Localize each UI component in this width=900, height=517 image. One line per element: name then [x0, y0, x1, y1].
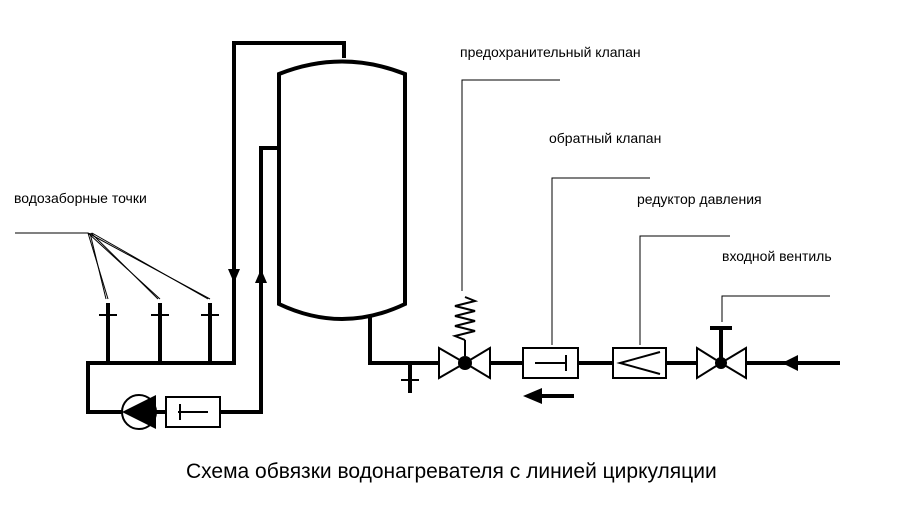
water-draw-point-1: [99, 303, 117, 365]
diagram-caption: Схема обвязки водонагревателя с линией ц…: [186, 460, 717, 483]
pressure-reducer-label: редуктор давления: [637, 191, 762, 207]
flow-direction-arrow-icon: [523, 388, 574, 404]
drain-tap: [401, 361, 419, 393]
water-heater-tank: [277, 59, 407, 321]
water-points-label: водозаборные точки: [14, 190, 147, 206]
safety-valve-label: предохранительный клапан: [460, 44, 641, 60]
leader-lines: [15, 79, 830, 345]
hot-water-pipe: [86, 41, 346, 414]
inlet-shutoff-valve-icon: [696, 326, 747, 380]
inlet-flow-arrow-icon: [782, 355, 798, 371]
inlet-valve-label: входной вентиль: [722, 248, 832, 264]
pressure-reducer-icon: [612, 347, 667, 379]
safety-valve-icon: [438, 296, 491, 380]
water-draw-point-2: [151, 303, 169, 365]
flow-down-arrow-icon: [228, 269, 240, 283]
check-valve-icon: [522, 347, 579, 379]
circulation-check-valve-icon: [165, 396, 221, 428]
flow-up-arrow-icon: [255, 269, 267, 283]
water-draw-point-3: [201, 303, 219, 365]
circulation-pump-icon: [121, 394, 157, 430]
check-valve-label: обратный клапан: [549, 130, 661, 146]
